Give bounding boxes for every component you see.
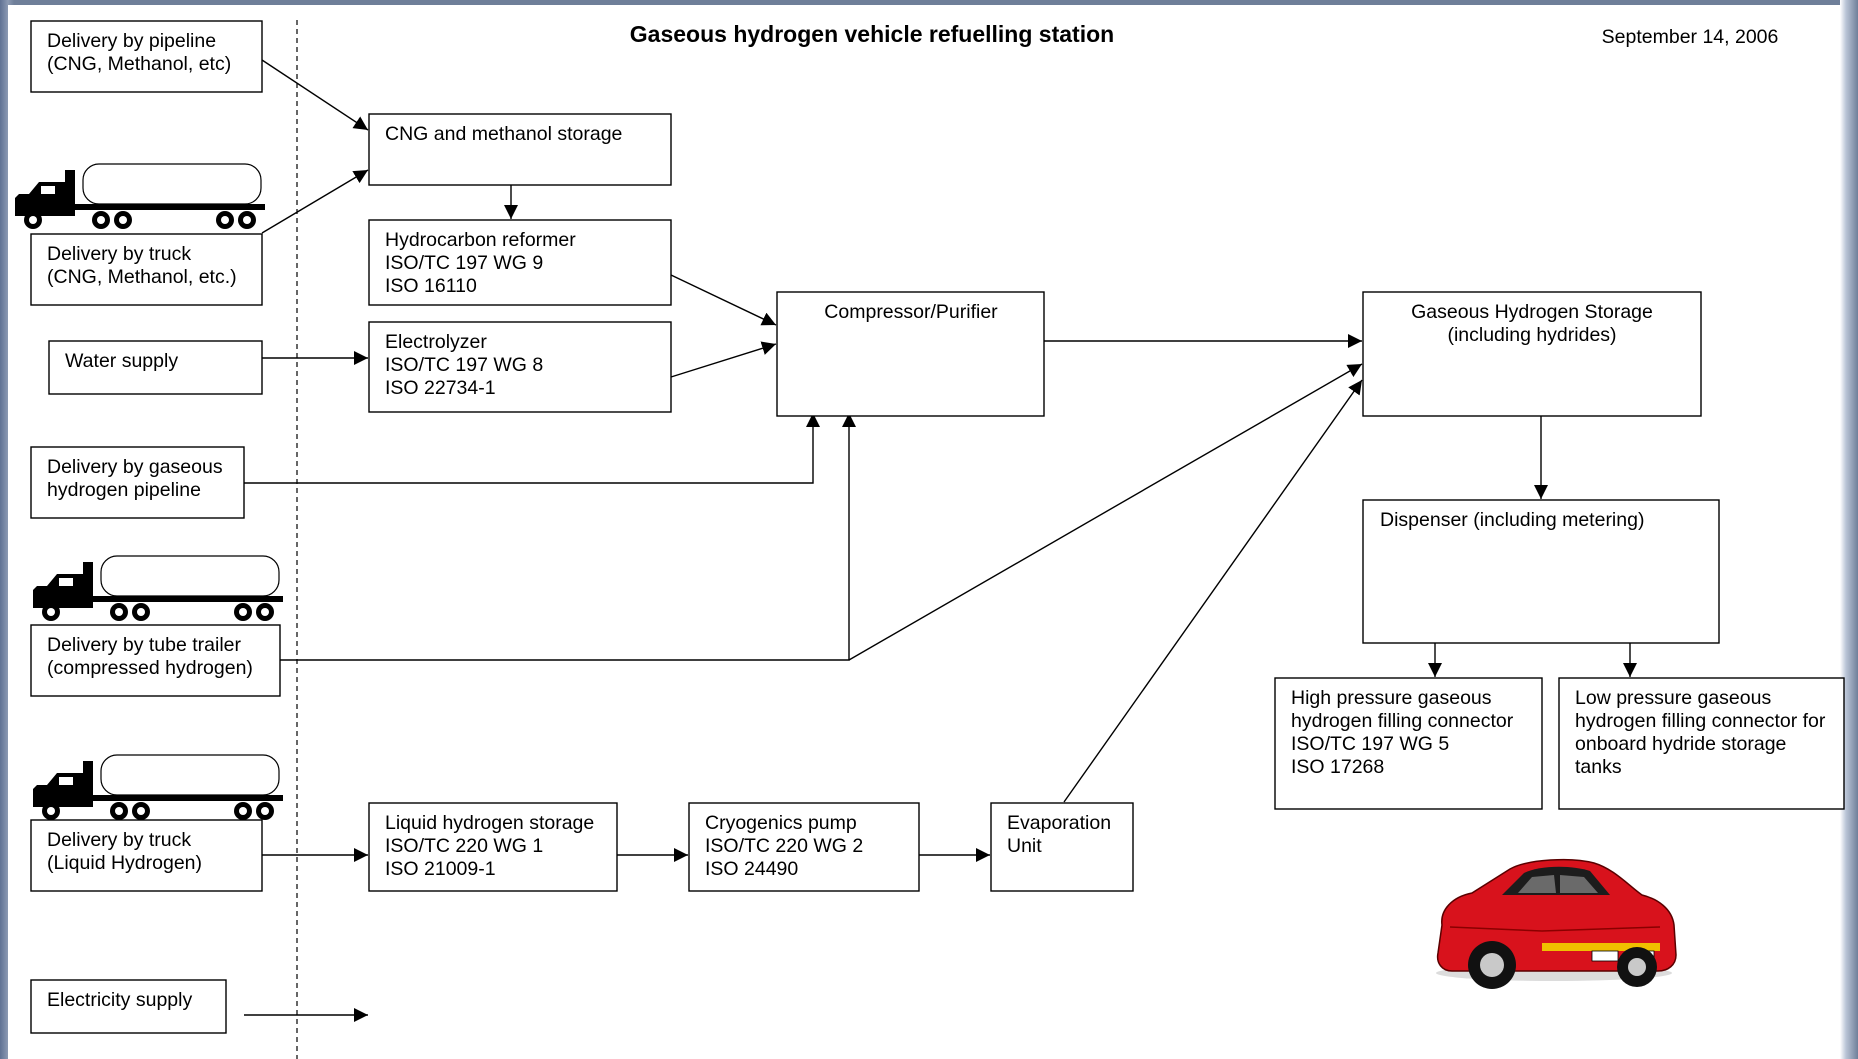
connector [261,169,369,234]
svg-text:Delivery by truck(CNG, Methano: Delivery by truck(CNG, Methanol, etc.) [47,243,237,288]
svg-text:Compressor/Purifier: Compressor/Purifier [824,301,998,323]
cng-storage-box: CNG and methanol storage [368,113,672,186]
tanker-truck-icon [32,555,284,622]
dispenser-box: Dispenser (including metering) [1362,499,1720,644]
water-supply-box: Water supply [48,340,263,395]
connector [670,274,777,326]
tube-trailer-box: Delivery by tube trailer(compressed hydr… [30,624,281,697]
connector [848,363,1363,661]
truck-delivery-cng-box: Delivery by truck(CNG, Methanol, etc.) [30,233,263,306]
diagram-date: September 14, 2006 [1602,26,1779,48]
connector [244,413,820,484]
compressor-purifier-box: Compressor/Purifier [776,291,1045,417]
svg-text:Gaseous Hydrogen Storage(inclu: Gaseous Hydrogen Storage(including hydri… [1411,301,1653,346]
connector [280,413,856,661]
tanker-truck-icon [14,163,266,230]
diagram-title: Gaseous hydrogen vehicle refuelling stat… [630,21,1114,47]
electricity-supply-box: Electricity supply [30,979,227,1034]
svg-text:Electricity supply: Electricity supply [47,989,192,1011]
truck-liquid-box: Delivery by truck(Liquid Hydrogen) [30,819,263,892]
svg-text:Delivery by tube trailer(compr: Delivery by tube trailer(compressed hydr… [47,634,253,679]
connector [261,59,369,131]
gaseous-hydrogen-storage-box: Gaseous Hydrogen Storage(including hydri… [1362,291,1702,417]
svg-text:CNG and methanol storage: CNG and methanol storage [385,123,622,145]
connector [1063,379,1363,803]
svg-text:Dispenser (including metering): Dispenser (including metering) [1380,509,1644,531]
svg-text:Delivery by truck(Liquid Hydro: Delivery by truck(Liquid Hydrogen) [47,829,202,874]
svg-text:Water supply: Water supply [65,350,178,372]
svg-text:Delivery by pipeline(CNG, Meth: Delivery by pipeline(CNG, Methanol, etc) [47,30,231,75]
pipeline-delivery-box: Delivery by pipeline(CNG, Methanol, etc) [30,20,263,93]
tanker-truck-icon [32,754,284,821]
connectors [244,59,1637,1022]
connector [670,341,777,378]
red-car-icon [1436,858,1677,989]
